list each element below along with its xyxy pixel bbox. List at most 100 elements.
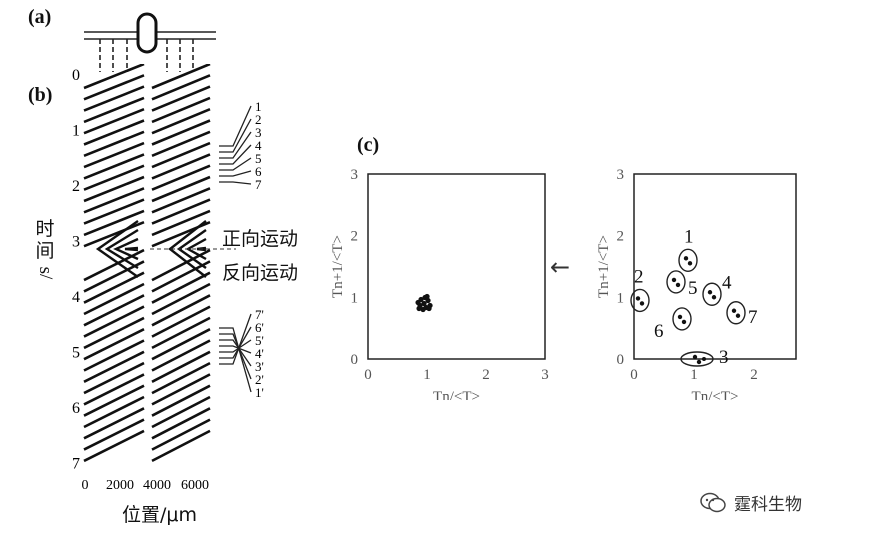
callout-label: 2 [255, 112, 262, 127]
cluster-label: 7 [748, 307, 758, 328]
droplet-icon [136, 12, 158, 54]
trajectory-line [83, 198, 145, 225]
trajectory-line [151, 198, 211, 225]
callout-label: 4 [255, 138, 262, 153]
trajectory-line [83, 407, 145, 440]
cluster-ellipse [726, 301, 746, 325]
trajectory-line [83, 119, 145, 146]
x-tick-label: 0 [630, 367, 638, 383]
x-tick-label: 1 [423, 367, 431, 383]
callout-line [219, 118, 252, 153]
trajectory-line [83, 187, 145, 214]
trajectory-line [151, 175, 211, 203]
time-tick-label: 4 [72, 289, 80, 306]
trajectory-line [83, 248, 145, 282]
position-tick-label: 4000 [143, 478, 171, 493]
cluster [702, 282, 722, 306]
chevron-right [196, 246, 207, 252]
cluster [672, 307, 692, 331]
time-tick-label: 7 [72, 456, 80, 473]
cluster-ellipse [678, 248, 698, 273]
data-point [677, 314, 683, 320]
cluster-label: 3 [719, 347, 729, 368]
cluster [415, 293, 433, 313]
y-tick-label: 3 [617, 167, 625, 183]
callout-line [219, 313, 252, 365]
callout-line [219, 105, 252, 147]
data-point [671, 277, 677, 283]
y-tick-label: 0 [351, 352, 359, 368]
data-point [639, 301, 645, 306]
trajectory-line [83, 328, 145, 361]
callout-line [219, 333, 252, 380]
trajectory-line [83, 130, 145, 158]
watermark: 霆科生物 [700, 490, 802, 515]
y-tick-label: 3 [351, 167, 359, 183]
trajectory-line [83, 361, 145, 395]
trajectory-line [151, 85, 211, 112]
callout-label: 4' [255, 346, 264, 361]
callout-line [219, 345, 252, 354]
time-tick-label: 3 [72, 234, 80, 251]
trajectory-line [83, 339, 145, 372]
x-tick-label: 1 [690, 367, 698, 383]
x-tick-label: 2 [482, 367, 490, 383]
callout-label: 7' [255, 307, 264, 322]
trajectory-line [83, 305, 145, 338]
x-axis-label: Tn/<T> [692, 389, 739, 400]
trajectory-line [151, 361, 211, 395]
data-point [420, 306, 426, 313]
data-point [711, 295, 717, 300]
callout-label: 2' [255, 372, 264, 387]
data-point [424, 293, 430, 300]
callout-label: 6 [255, 164, 262, 179]
data-point [681, 319, 687, 325]
reverse-motion-label: 反向运动 [222, 262, 299, 284]
position-tick-label: 2000 [106, 478, 134, 493]
cluster-label: 6 [654, 321, 664, 342]
trajectory-line [151, 260, 211, 293]
data-point [692, 354, 698, 360]
trajectory-line [83, 316, 145, 350]
cluster [726, 301, 746, 325]
panel-label-a: (a) [28, 6, 52, 28]
cluster [630, 288, 650, 313]
y-tick-label: 2 [617, 229, 625, 245]
trajectory-line [83, 395, 145, 429]
time-tick-label: 6 [72, 400, 80, 417]
cluster-label: 4 [722, 272, 732, 293]
trajectory-line [83, 96, 145, 124]
data-point [702, 357, 706, 361]
panel-label-c: (c) [357, 134, 380, 156]
callout-label: 1 [255, 99, 262, 114]
callout-line [219, 327, 252, 393]
callout-line [219, 181, 252, 185]
trajectory-line [151, 429, 211, 463]
chevron-left [124, 246, 139, 252]
cluster-ellipse [702, 282, 722, 306]
data-point [696, 359, 702, 365]
trajectory-line [151, 74, 211, 101]
cluster-ellipse [672, 307, 692, 331]
trajectory-line [151, 282, 211, 316]
trajectory-line [151, 119, 211, 146]
wechat-icon [700, 492, 726, 512]
x-tick-label: 0 [364, 367, 372, 383]
trajectory-line [151, 384, 211, 417]
callout-label: 3' [255, 359, 264, 374]
trajectory-line [83, 153, 145, 180]
time-tick-label: 5 [72, 345, 80, 362]
trajectory-line [151, 407, 211, 440]
trajectory-line [83, 74, 145, 101]
callout-line [219, 170, 252, 177]
data-point [635, 296, 641, 301]
callout-line [219, 131, 252, 159]
data-point [675, 282, 681, 288]
callout-label: 7 [255, 177, 262, 192]
panel-label-b: (b) [28, 84, 53, 106]
data-point [415, 299, 421, 306]
chevron-left [113, 237, 139, 261]
forward-motion-label: 正向运动 [222, 228, 299, 250]
chevron-left [104, 228, 139, 270]
